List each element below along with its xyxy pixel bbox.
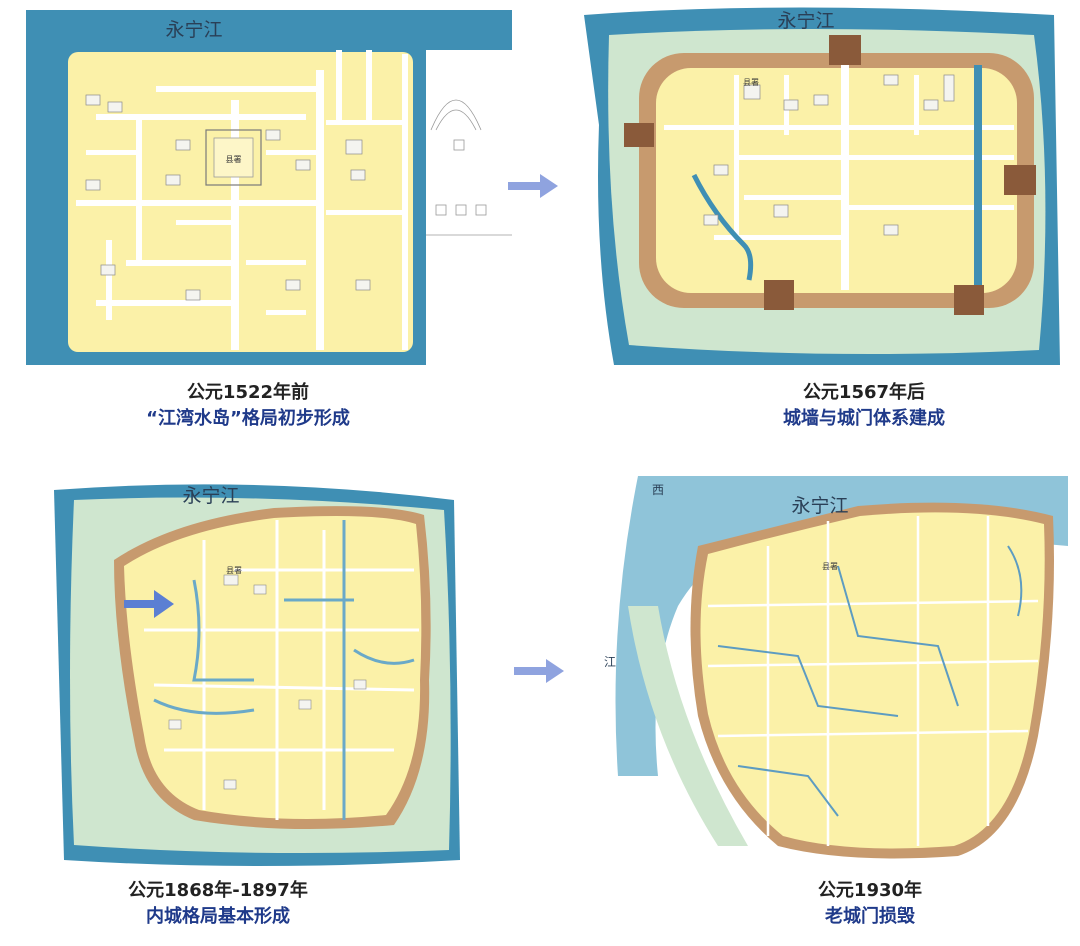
center-label: 县署 [226,566,242,575]
side-label-river: 江 [604,655,616,669]
side-label-west: 西 [652,483,664,497]
river-label: 永宁江 [165,19,222,41]
map-1522: 县署 永宁江 [26,10,512,365]
caption-desc: 老城门损毁 [825,906,915,927]
caption-desc: 城墙与城门体系建成 [783,408,945,429]
caption-year: 公元1522年前 [186,382,310,403]
arrow-right-icon [514,659,564,683]
highlight-arrow-icon [124,590,174,618]
center-label: 县署 [226,155,242,164]
arrow-right-icon [508,174,558,198]
map-1868: 县署 永宁江 [54,480,460,868]
caption-1567: 公元1567年后 城墙与城门体系建成 [684,380,1044,432]
caption-1868: 公元1868年-1897年 内城格局基本形成 [38,878,398,930]
caption-1522: 公元1522年前 “江湾水岛”格局初步形成 [68,380,428,432]
river-label: 永宁江 [777,10,834,32]
river-label: 永宁江 [182,485,239,507]
caption-year: 公元1567年后 [802,382,926,403]
caption-1930: 公元1930年 老城门损毁 [690,878,1050,930]
river-label: 永宁江 [791,495,848,517]
map-1930: 县署 西 江 永宁江 [598,476,1068,866]
caption-desc: “江湾水岛”格局初步形成 [146,408,350,429]
caption-year: 公元1930年 [817,880,923,901]
center-label: 县署 [743,78,759,87]
caption-desc: 内城格局基本形成 [146,906,290,927]
map-1567: 县署 永宁江 [584,5,1060,365]
center-label: 县署 [822,562,838,571]
caption-year: 公元1868年-1897年 [128,880,308,901]
